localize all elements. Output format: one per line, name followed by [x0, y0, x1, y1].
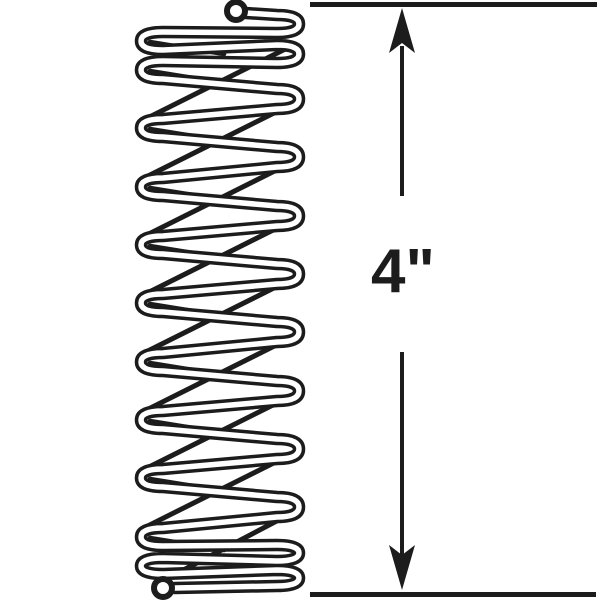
- dimension-line-upper: [400, 46, 404, 196]
- dimension-arrow-bottom-icon: [389, 545, 415, 590]
- extension-line-top: [310, 2, 597, 7]
- spring-coil-outline: [134, 6, 306, 595]
- extension-line-bottom: [310, 592, 596, 597]
- spring-wire-end-bottom: [151, 576, 175, 600]
- dimension-label: 4": [371, 237, 435, 306]
- dimension-line-lower: [400, 352, 404, 556]
- spring-coil-core: [138, 10, 302, 591]
- dimension-annotation: 4": [310, 2, 597, 597]
- spring-drawing: [134, 0, 306, 600]
- spring-wire-end-top: [224, 0, 248, 23]
- dimension-arrow-top-icon: [389, 8, 415, 53]
